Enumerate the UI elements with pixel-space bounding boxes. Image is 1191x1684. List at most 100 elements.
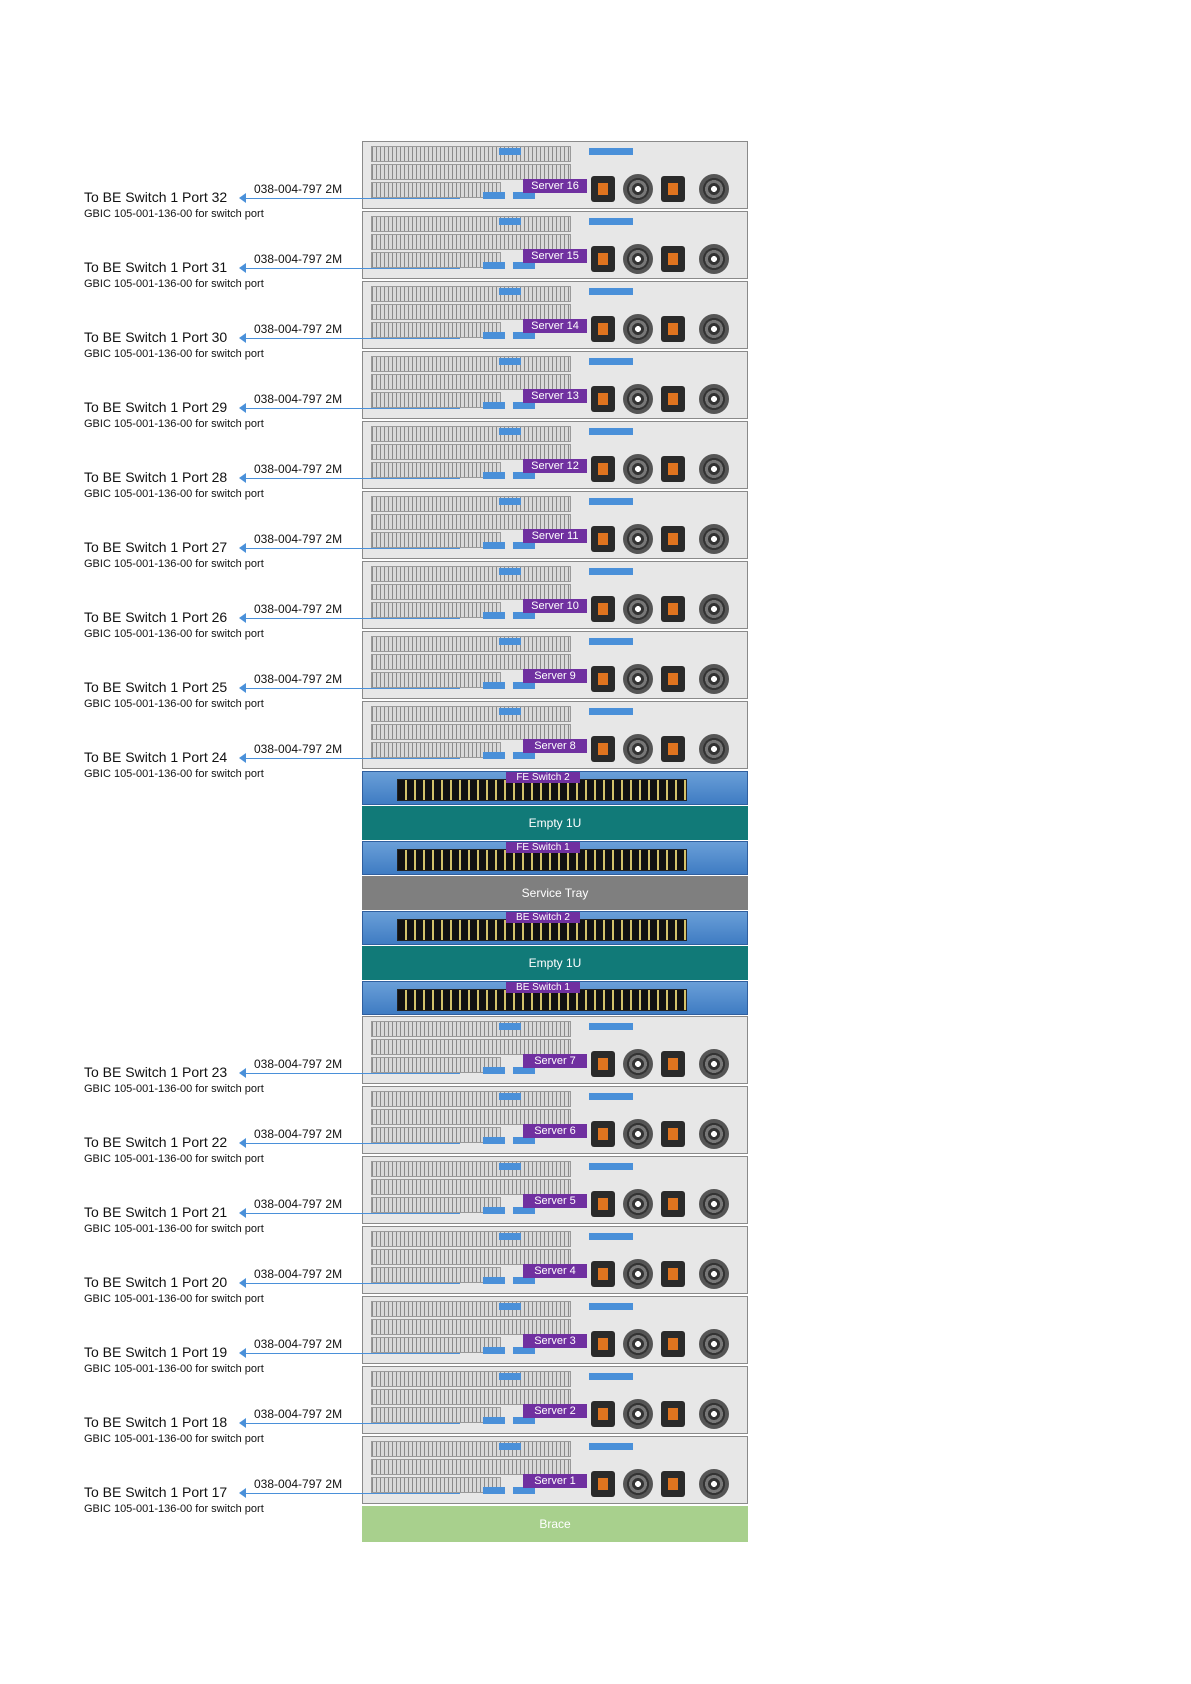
power-supply-icon bbox=[591, 176, 615, 202]
indicator-light bbox=[611, 1303, 633, 1310]
indicator-light bbox=[611, 708, 633, 715]
power-supply-icon bbox=[591, 456, 615, 482]
gbic-label: GBIC 105-001-136-00 for switch port bbox=[84, 1503, 264, 1515]
arrow-icon bbox=[239, 333, 246, 343]
vent-grille bbox=[371, 706, 571, 722]
service-tray: Service Tray bbox=[362, 876, 748, 910]
vent-grille bbox=[371, 1337, 501, 1353]
vent-grille bbox=[371, 1389, 571, 1405]
switch-port-label: To BE Switch 1 Port 23 bbox=[84, 1064, 228, 1080]
gbic-label: GBIC 105-001-136-00 for switch port bbox=[84, 1223, 264, 1235]
indicator-light bbox=[611, 218, 633, 225]
cable-part-label: 038-004-797 2M bbox=[254, 742, 343, 756]
switch-port-label: To BE Switch 1 Port 24 bbox=[84, 749, 228, 765]
fan-icon bbox=[699, 1049, 729, 1079]
cable-line bbox=[242, 338, 460, 339]
indicator-light bbox=[589, 428, 611, 435]
vent-grille bbox=[371, 444, 571, 460]
indicator-light bbox=[611, 148, 633, 155]
switch-label: BE Switch 1 bbox=[506, 982, 580, 993]
arrow-icon bbox=[239, 193, 246, 203]
switch-port-label: To BE Switch 1 Port 27 bbox=[84, 539, 228, 555]
gbic-label: GBIC 105-001-136-00 for switch port bbox=[84, 768, 264, 780]
power-supply-icon bbox=[591, 736, 615, 762]
indicator-light bbox=[513, 402, 535, 409]
network-switch: BE Switch 1 bbox=[362, 981, 748, 1015]
server-label: Server 8 bbox=[523, 739, 587, 753]
server-unit: Server 12 bbox=[362, 421, 748, 489]
power-supply-icon bbox=[661, 736, 685, 762]
server-label: Server 14 bbox=[523, 319, 587, 333]
indicator-light bbox=[483, 542, 505, 549]
indicator-light bbox=[589, 708, 611, 715]
vent-grille bbox=[371, 356, 571, 372]
fan-icon bbox=[699, 384, 729, 414]
cable-part-label: 038-004-797 2M bbox=[254, 252, 343, 266]
power-supply-icon bbox=[661, 596, 685, 622]
server-unit: Server 8 bbox=[362, 701, 748, 769]
fan-icon bbox=[699, 244, 729, 274]
indicator-light bbox=[483, 332, 505, 339]
indicator-light bbox=[499, 498, 521, 505]
vent-grille bbox=[371, 286, 571, 302]
cable-part-label: 038-004-797 2M bbox=[254, 182, 343, 196]
cable-line bbox=[242, 478, 460, 479]
cable-part-label: 038-004-797 2M bbox=[254, 1337, 343, 1351]
indicator-light bbox=[513, 1277, 535, 1284]
indicator-light bbox=[589, 1163, 611, 1170]
power-supply-icon bbox=[591, 316, 615, 342]
fan-icon bbox=[623, 1189, 653, 1219]
fan-icon bbox=[699, 594, 729, 624]
indicator-light bbox=[499, 288, 521, 295]
vent-grille bbox=[371, 1179, 571, 1195]
switch-port-label: To BE Switch 1 Port 26 bbox=[84, 609, 228, 625]
cable-part-label: 038-004-797 2M bbox=[254, 1477, 343, 1491]
cable-part-label: 038-004-797 2M bbox=[254, 392, 343, 406]
cable-line bbox=[242, 408, 460, 409]
indicator-light bbox=[589, 288, 611, 295]
arrow-icon bbox=[239, 1418, 246, 1428]
power-supply-icon bbox=[661, 246, 685, 272]
gbic-label: GBIC 105-001-136-00 for switch port bbox=[84, 278, 264, 290]
power-supply-icon bbox=[591, 1401, 615, 1427]
server-unit: Server 5 bbox=[362, 1156, 748, 1224]
indicator-light bbox=[499, 708, 521, 715]
server-unit: Server 9 bbox=[362, 631, 748, 699]
arrow-icon bbox=[239, 1138, 246, 1148]
fan-icon bbox=[699, 664, 729, 694]
indicator-light bbox=[589, 218, 611, 225]
fan-icon bbox=[623, 734, 653, 764]
power-supply-icon bbox=[661, 176, 685, 202]
indicator-light bbox=[499, 638, 521, 645]
fan-icon bbox=[699, 524, 729, 554]
arrow-icon bbox=[239, 1348, 246, 1358]
brace: Brace bbox=[362, 1506, 748, 1542]
server-unit: Server 16 bbox=[362, 141, 748, 209]
gbic-label: GBIC 105-001-136-00 for switch port bbox=[84, 488, 264, 500]
power-supply-icon bbox=[661, 666, 685, 692]
power-supply-icon bbox=[661, 1191, 685, 1217]
indicator-light bbox=[483, 1137, 505, 1144]
switch-port-label: To BE Switch 1 Port 20 bbox=[84, 1274, 228, 1290]
indicator-light bbox=[611, 288, 633, 295]
server-unit: Server 13 bbox=[362, 351, 748, 419]
indicator-light bbox=[499, 358, 521, 365]
server-unit: Server 2 bbox=[362, 1366, 748, 1434]
vent-grille bbox=[371, 514, 571, 530]
power-supply-icon bbox=[661, 1261, 685, 1287]
switch-port-label: To BE Switch 1 Port 30 bbox=[84, 329, 228, 345]
indicator-light bbox=[499, 1093, 521, 1100]
fan-icon bbox=[699, 1399, 729, 1429]
cable-line bbox=[242, 758, 460, 759]
server-label: Server 16 bbox=[523, 179, 587, 193]
indicator-light bbox=[611, 638, 633, 645]
power-supply-icon bbox=[591, 1051, 615, 1077]
fan-icon bbox=[623, 454, 653, 484]
indicator-light bbox=[589, 1373, 611, 1380]
indicator-light bbox=[483, 1067, 505, 1074]
